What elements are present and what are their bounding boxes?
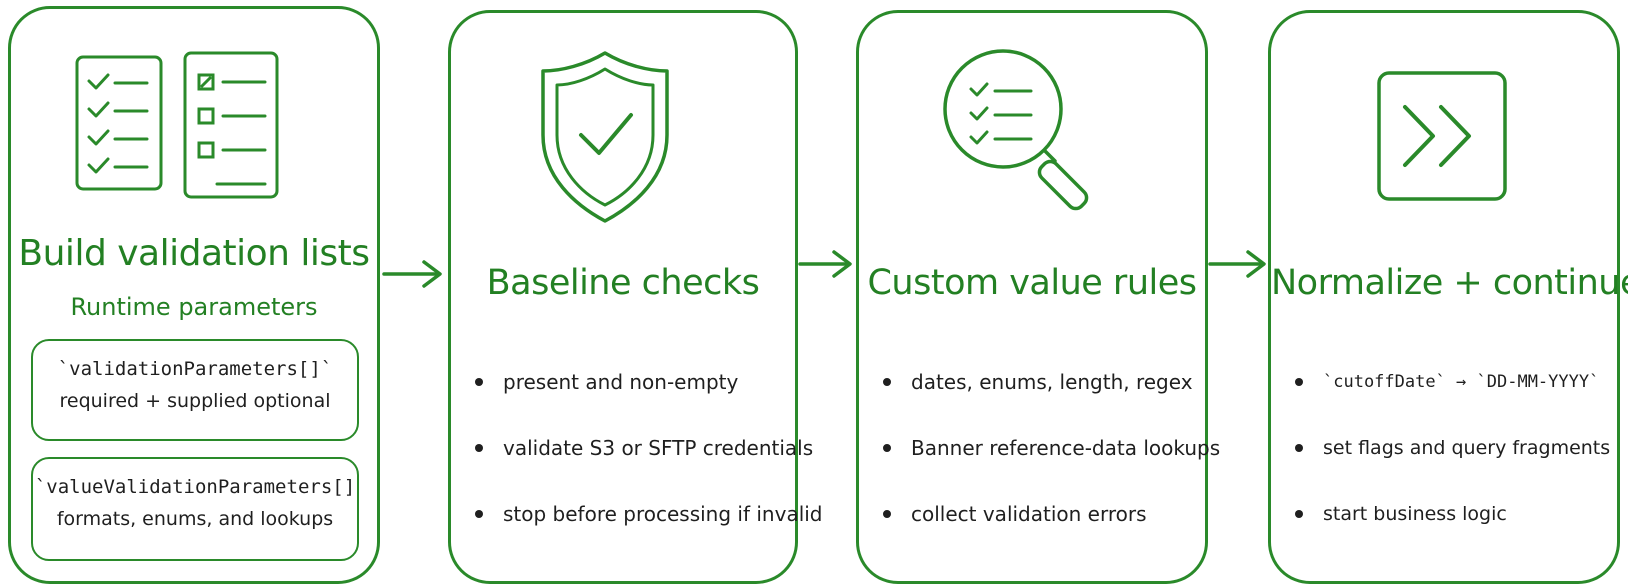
bullet-list: `cutoffDate` → `DD-MM-YYYY` set flags an… bbox=[1295, 349, 1610, 547]
box-code-label: `validationParameters[]` bbox=[57, 358, 333, 380]
card-title: Normalize + continue bbox=[1271, 263, 1628, 303]
arrow-right-icon bbox=[798, 250, 852, 278]
bullet-dot bbox=[1295, 444, 1303, 452]
bullet-dot bbox=[883, 444, 891, 452]
bullet-dot bbox=[1295, 510, 1303, 518]
shield-check-icon bbox=[541, 51, 669, 223]
list-item: start business logic bbox=[1295, 481, 1610, 547]
list-item-text: stop before processing if invalid bbox=[503, 502, 823, 526]
value-validation-parameters-box: `valueValidationParameters[] formats, en… bbox=[31, 457, 359, 561]
card-build-validation-lists: Build validation lists Runtime parameter… bbox=[8, 6, 380, 584]
list-item: collect validation errors bbox=[883, 481, 1220, 547]
checkbox-list-icon bbox=[183, 51, 279, 199]
bullet-dot bbox=[475, 378, 483, 386]
bullet-dot bbox=[883, 510, 891, 518]
card-title: Custom value rules bbox=[867, 263, 1197, 303]
list-item: set flags and query fragments bbox=[1295, 415, 1610, 481]
validation-parameters-box: `validationParameters[]` required + supp… bbox=[31, 339, 359, 441]
list-item: Banner reference-data lookups bbox=[883, 415, 1220, 481]
card-baseline-checks: Baseline checks present and non-empty va… bbox=[448, 10, 823, 584]
list-item-text: dates, enums, length, regex bbox=[911, 370, 1193, 394]
card-subtitle: Runtime parameters bbox=[70, 293, 318, 321]
list-item: present and non-empty bbox=[475, 349, 823, 415]
checklist-icon bbox=[75, 55, 163, 191]
bullet-dot bbox=[475, 444, 483, 452]
bullet-dot bbox=[883, 378, 891, 386]
box-code-label: `valueValidationParameters[] bbox=[34, 476, 356, 498]
list-item-text: start business logic bbox=[1323, 503, 1507, 525]
list-item-text: collect validation errors bbox=[911, 502, 1147, 526]
list-item-text: `cutoffDate` → `DD-MM-YYYY` bbox=[1323, 372, 1600, 392]
bullet-list: present and non-empty validate S3 or SFT… bbox=[475, 349, 823, 547]
box-description: formats, enums, and lookups bbox=[56, 508, 334, 530]
list-item: `cutoffDate` → `DD-MM-YYYY` bbox=[1295, 349, 1610, 415]
card-custom-value-rules: Custom value rules dates, enums, length,… bbox=[856, 10, 1220, 584]
bullet-dot bbox=[475, 510, 483, 518]
card-title: Build validation lists bbox=[18, 233, 370, 274]
magnifier-checklist-icon bbox=[943, 49, 1089, 211]
fast-forward-icon bbox=[1377, 71, 1507, 201]
box-description: required + supplied optional bbox=[59, 390, 331, 412]
list-item-text: present and non-empty bbox=[503, 370, 739, 394]
list-item: dates, enums, length, regex bbox=[883, 349, 1220, 415]
card-normalize-continue: Normalize + continue `cutoffDate` → `DD-… bbox=[1268, 10, 1628, 584]
list-item: stop before processing if invalid bbox=[475, 481, 823, 547]
bullet-dot bbox=[1295, 378, 1303, 386]
list-item: validate S3 or SFTP credentials bbox=[475, 415, 823, 481]
bullet-list: dates, enums, length, regex Banner refer… bbox=[883, 349, 1220, 547]
arrow-right-icon bbox=[382, 260, 442, 288]
list-item-text: Banner reference-data lookups bbox=[911, 436, 1221, 460]
list-item-text: set flags and query fragments bbox=[1323, 437, 1611, 459]
card-title: Baseline checks bbox=[486, 263, 760, 303]
arrow-right-icon bbox=[1208, 250, 1266, 278]
list-item-text: validate S3 or SFTP credentials bbox=[503, 436, 814, 460]
